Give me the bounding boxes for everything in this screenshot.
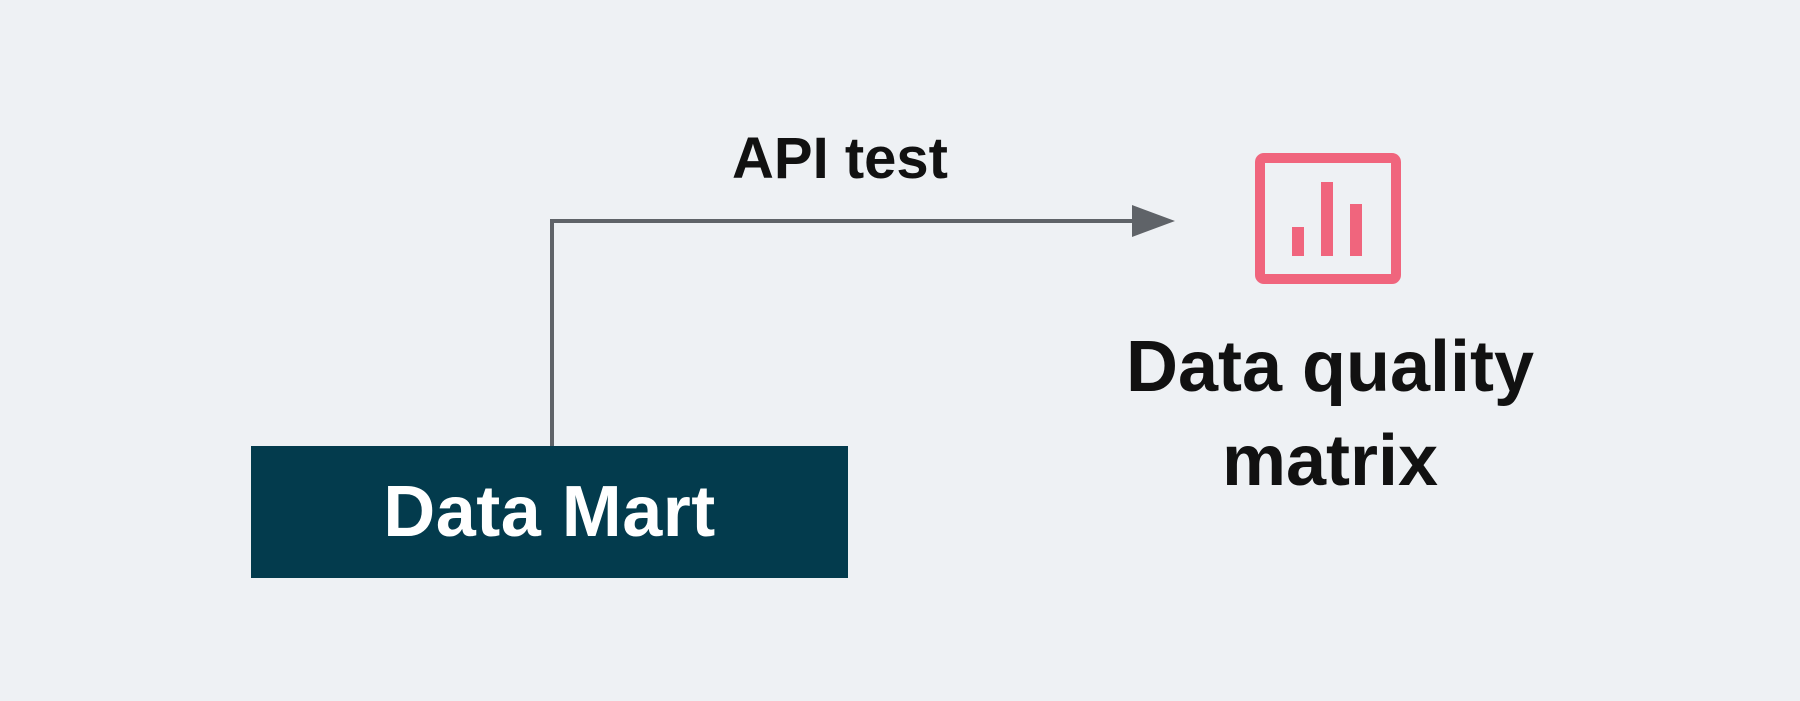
target-node-label-line1: Data quality xyxy=(1125,327,1535,407)
edge-label: API test xyxy=(732,126,948,191)
connector-line xyxy=(550,219,1133,446)
bar-chart-icon xyxy=(1255,153,1401,284)
icon-bar-2 xyxy=(1321,182,1333,256)
target-node-label: Data quality matrix xyxy=(1060,320,1600,508)
icon-bar-3 xyxy=(1350,204,1362,256)
icon-bar-1 xyxy=(1292,227,1304,256)
icon-frame xyxy=(1255,153,1401,284)
target-node-label-line2: matrix xyxy=(1221,421,1439,501)
source-node-label: Data Mart xyxy=(383,472,716,552)
source-node: Data Mart xyxy=(251,446,848,578)
arrowhead-icon xyxy=(1132,205,1175,237)
